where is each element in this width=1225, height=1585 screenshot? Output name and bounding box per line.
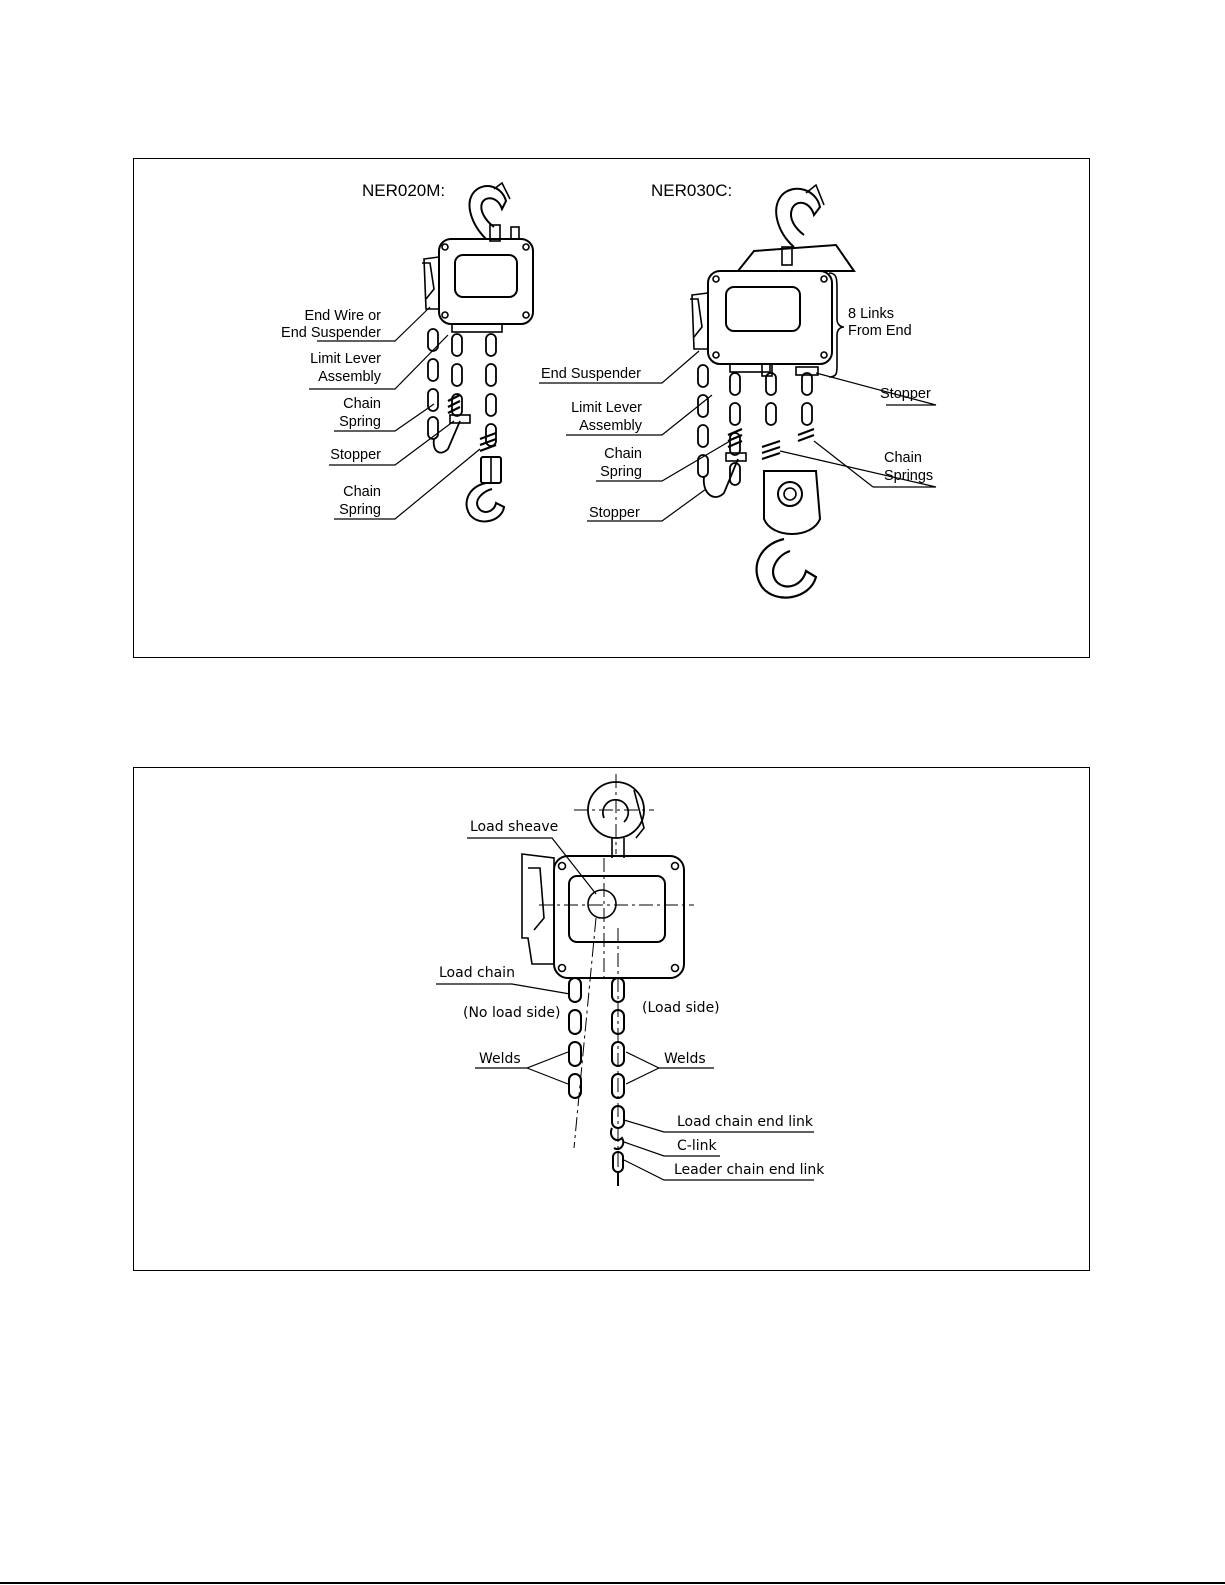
center-lines <box>539 774 694 1178</box>
figure-2-leader-lines <box>436 837 814 1181</box>
page-bottom-rule <box>0 1582 1225 1584</box>
label-c-link: C-link <box>677 1138 717 1154</box>
label-8-links-line1: 8 Links <box>848 306 894 322</box>
label-chain-spring-b-line1: Chain <box>343 484 381 500</box>
label-end-wire-line2: End Suspender <box>281 325 381 341</box>
label-limit-lever-right-line1: Limit Lever <box>571 400 642 416</box>
label-chain-springs-line1: Chain <box>884 450 922 466</box>
label-8-links-line2: From End <box>848 323 912 339</box>
hoist-ner020m-illustration <box>422 181 534 523</box>
label-limit-lever-line1: Limit Lever <box>310 351 381 367</box>
figure-2-load-chain-orientation: Load sheave Load chain (No load side) (L… <box>133 767 1090 1271</box>
label-stopper-right-high: Stopper <box>880 386 931 402</box>
figure-1-hoist-chain-parts: NER020M: NER030C: End Wire or End Suspen… <box>133 158 1090 658</box>
label-end-suspender-right: End Suspender <box>541 366 641 382</box>
figure-1-drawing <box>309 181 937 599</box>
label-stopper-left: Stopper <box>330 447 381 463</box>
label-welds-right: Welds <box>664 1051 706 1067</box>
model-title-ner030c: NER030C: <box>651 181 733 200</box>
label-chain-spring-a-line2: Spring <box>339 414 381 430</box>
label-leader-chain-end-link: Leader chain end link <box>674 1162 825 1178</box>
label-stopper-right-low: Stopper <box>589 505 640 521</box>
label-chain-springs-line2: Springs <box>884 468 934 484</box>
label-limit-lever-line2: Assembly <box>318 369 381 385</box>
label-limit-lever-right-line2: Assembly <box>579 418 642 434</box>
hoist-body-illustration <box>521 781 685 979</box>
load-chain-links <box>568 977 625 1186</box>
label-load-sheave: Load sheave <box>470 819 559 835</box>
label-chain-spring-a-line1: Chain <box>343 396 381 412</box>
hoist-ner030c-illustration <box>690 183 856 599</box>
label-welds-left: Welds <box>479 1051 521 1067</box>
figure-2-drawing <box>436 774 814 1186</box>
label-load-side: (Load side) <box>642 1000 720 1016</box>
label-no-load-side: (No load side) <box>463 1005 561 1021</box>
label-end-wire-line1: End Wire or <box>304 308 381 324</box>
label-load-chain-end-link: Load chain end link <box>677 1114 813 1130</box>
label-chain-spring-b-line2: Spring <box>339 502 381 518</box>
figure-1-leader-lines <box>309 306 937 522</box>
label-chain-spring-right-line1: Chain <box>604 446 642 462</box>
label-chain-spring-right-line2: Spring <box>600 464 642 480</box>
model-title-ner020m: NER020M: <box>362 181 446 200</box>
label-load-chain: Load chain <box>439 965 515 981</box>
